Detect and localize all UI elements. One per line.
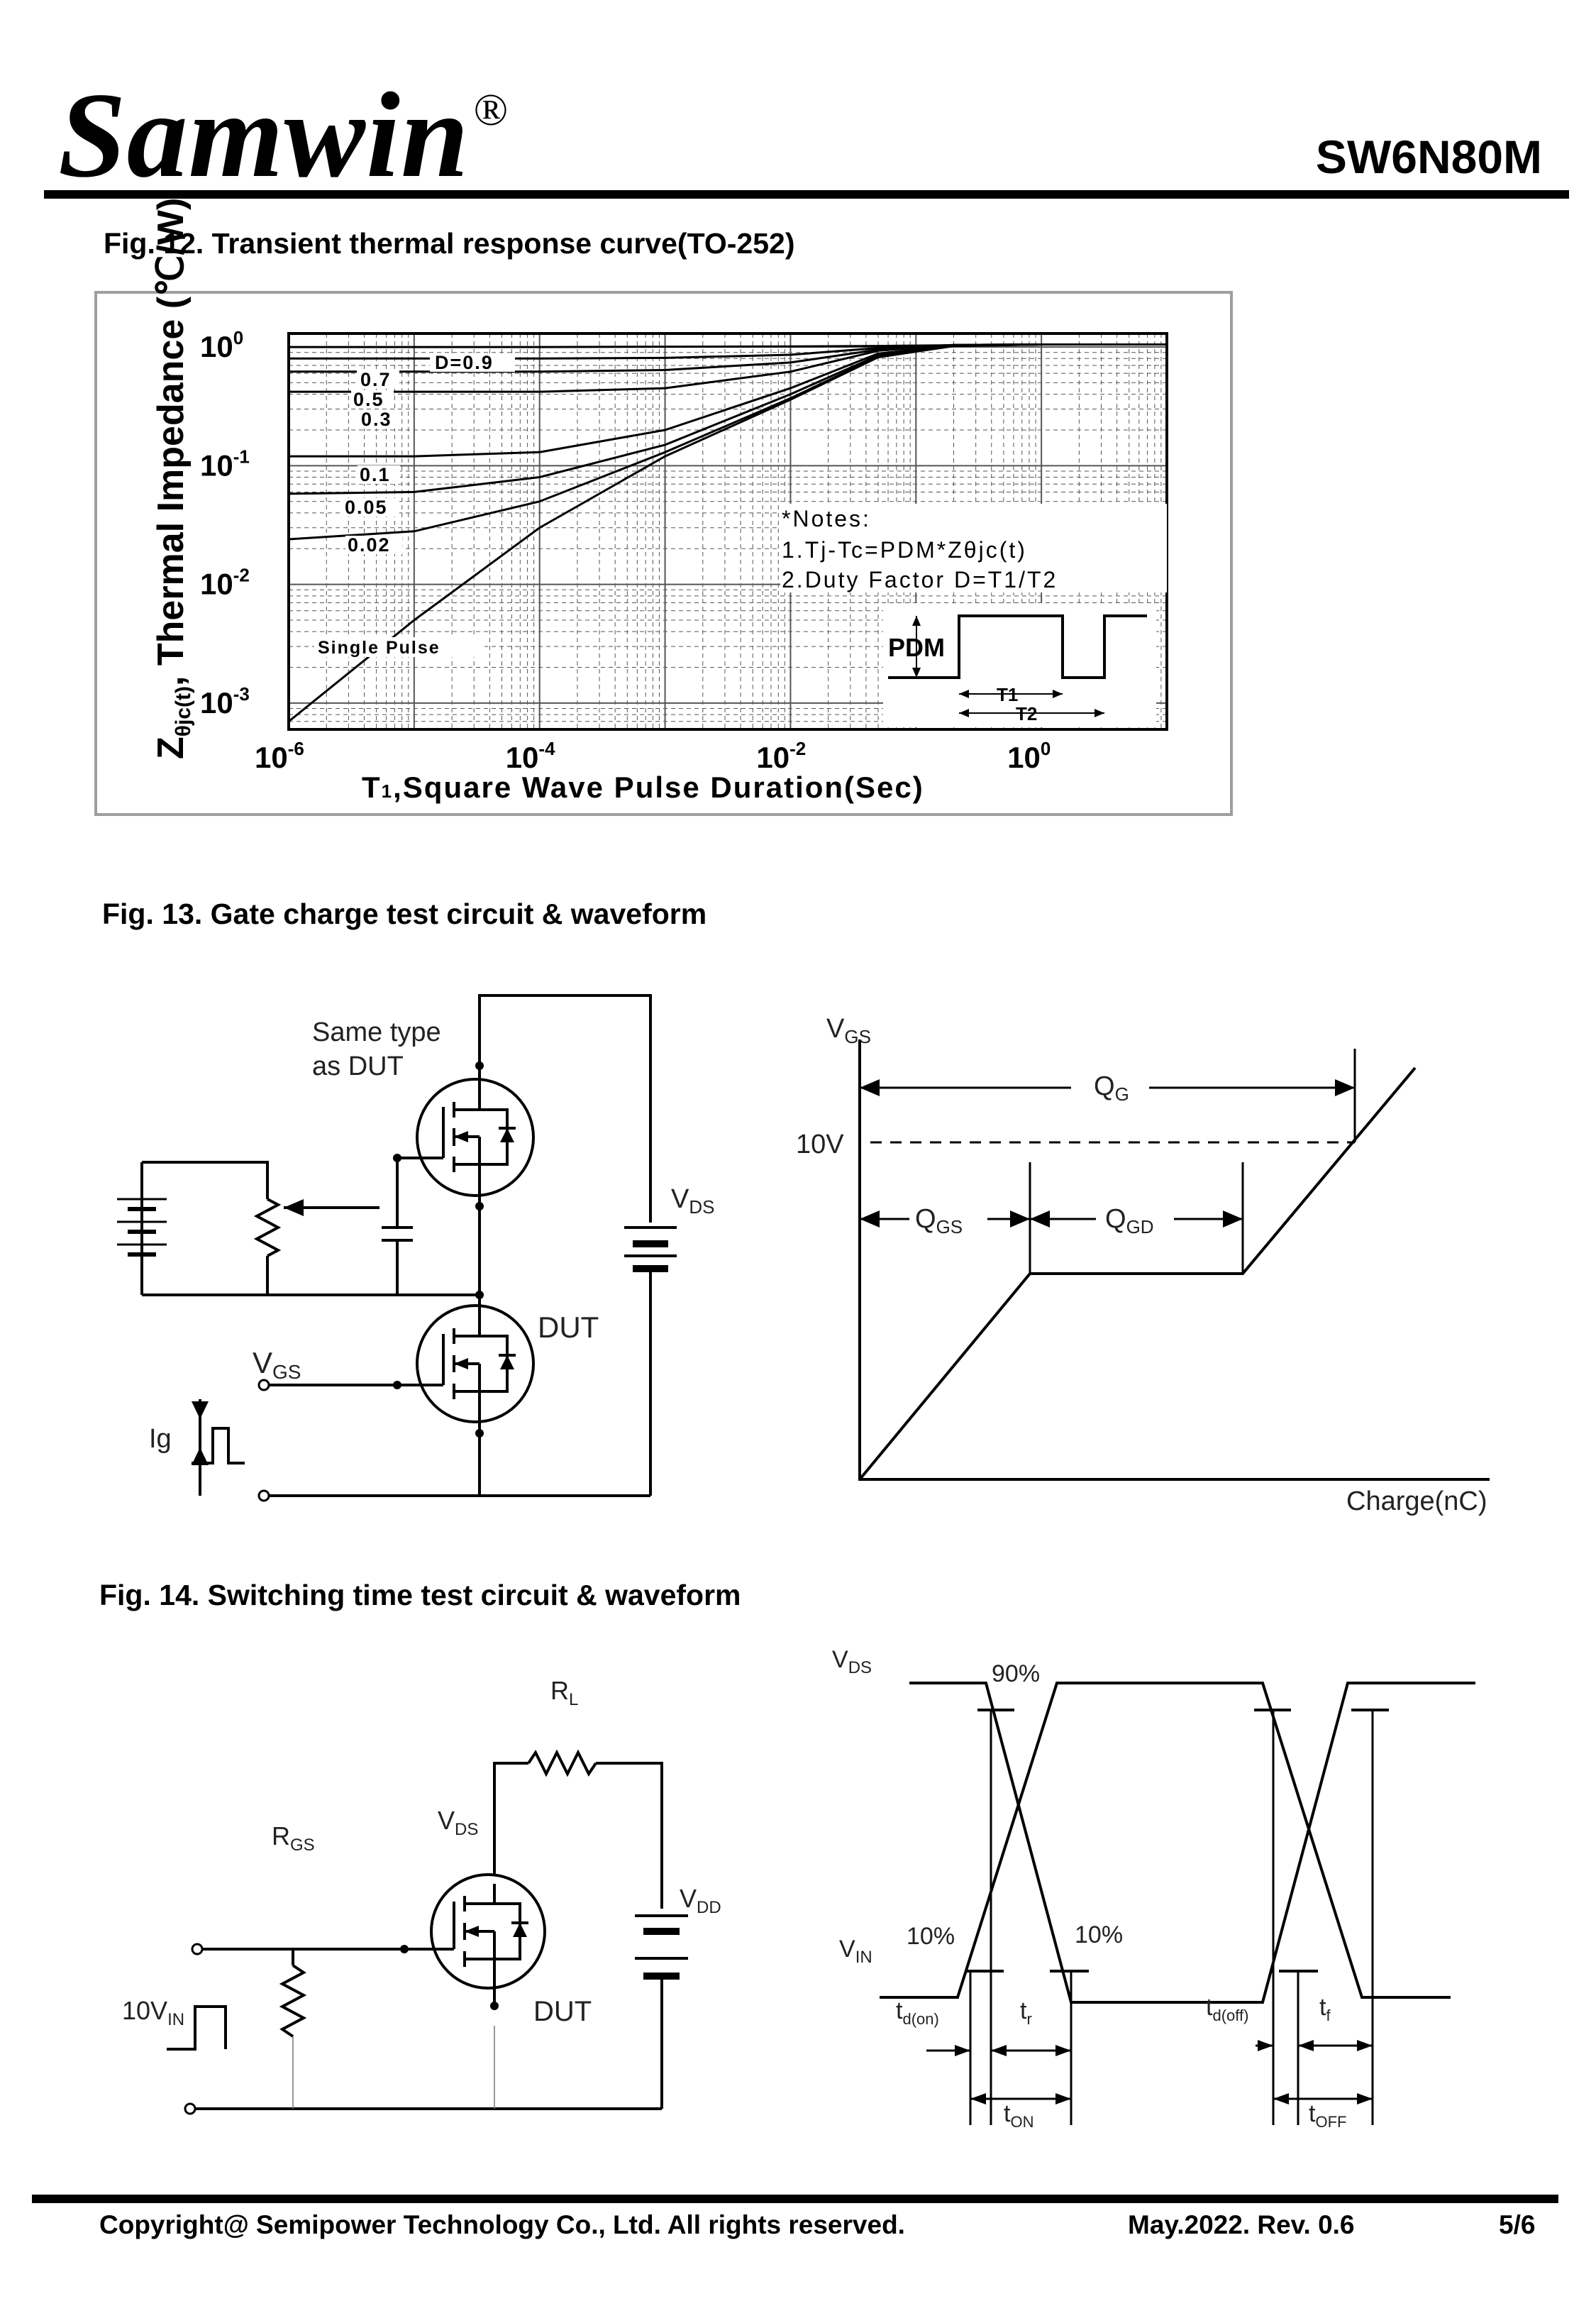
pdm-label: PDM	[888, 633, 945, 662]
tf-label: tf	[1319, 1994, 1331, 2024]
x-tick-label: 10-6	[255, 738, 304, 774]
qgs-label: QGS	[915, 1204, 963, 1237]
x-label-rest: ,Square Wave Pulse Duration(Sec)	[393, 771, 924, 804]
mosfet-upper-icon	[416, 1066, 535, 1206]
90pct-label: 90%	[992, 1660, 1040, 1687]
page-number: 5/6	[1499, 2210, 1536, 2239]
vgs-curve	[858, 1066, 1417, 1481]
qg-label: QG	[1094, 1071, 1129, 1105]
y-axis-label: Zθjc(t), Thermal Impedance (℃/W)	[150, 198, 195, 759]
10v-label: 10V	[796, 1130, 844, 1159]
pulse-inset-bg	[883, 603, 1156, 727]
y-tick-label: 100	[200, 327, 243, 363]
duty-label-0.05: 0.05	[345, 497, 388, 518]
10pct-label-b: 10%	[1075, 1921, 1123, 1948]
fig13-caption: Fig. 13. Gate charge test circuit & wave…	[102, 898, 707, 930]
x-axis-label: T1,Square Wave Pulse Duration(Sec)	[362, 771, 924, 804]
note-2: 2.Duty Factor D=T1/T2	[782, 567, 1058, 592]
x-tick-label: 10-2	[756, 738, 806, 774]
series-lines	[288, 343, 1167, 722]
vin-wave	[880, 1682, 1451, 1999]
tdon-label: td(on)	[896, 1997, 939, 2028]
fig14-caption: Fig. 14. Switching time test circuit & w…	[99, 1579, 741, 1611]
t1-label: T1	[997, 684, 1018, 705]
footer-rule	[32, 2195, 1558, 2203]
x-label-sub: 1	[382, 780, 393, 802]
duty-label-0.02: 0.02	[348, 534, 391, 556]
same-type-line1: Same type	[312, 1017, 441, 1047]
y-label-rest: , Thermal Impedance (℃/W)	[150, 198, 192, 686]
thermal-response-chart: 100 10-1 10-2 10-3 10-6 10-4 10-2 100 Zθjc(t),…	[150, 198, 1168, 804]
notes-title: *Notes:	[782, 506, 871, 531]
same-type-line2: as DUT	[312, 1052, 404, 1081]
y-tick-label: 10-1	[200, 446, 250, 482]
tr-label: tr	[1020, 1997, 1032, 2028]
ton-label: tON	[1004, 2100, 1033, 2131]
single-pulse-label: Single Pulse	[318, 638, 440, 658]
wave-vgs-label: VGS	[826, 1014, 871, 1047]
x-ticks: 10-6 10-4 10-2 100	[255, 738, 1051, 774]
x-tick-label: 10-4	[506, 738, 555, 774]
y-tick-label: 10-3	[200, 683, 250, 719]
ig-label: Ig	[149, 1424, 172, 1454]
registered-mark: ®	[473, 84, 509, 135]
part-number: SW6N80M	[1315, 131, 1542, 183]
vds-wave	[909, 1682, 1475, 2004]
duty-label-0.9: D=0.9	[435, 352, 494, 373]
vds-label: VDS	[671, 1184, 714, 1218]
duty-label-0.3: 0.3	[361, 409, 392, 430]
charge-label: Charge(nC)	[1346, 1486, 1487, 1516]
mosfet-switching-icon	[404, 1873, 546, 2006]
qgd-label: QGD	[1105, 1204, 1154, 1237]
tdoff-label: td(off)	[1206, 1994, 1248, 2024]
pulse-waveform	[888, 614, 1147, 679]
y-tick-label: 10-2	[200, 565, 250, 601]
y-label-main: Z	[150, 737, 192, 759]
rl-label: RL	[550, 1676, 578, 1709]
fig12-caption: Fig. 12. Transient thermal response curv…	[104, 227, 795, 260]
vdd-label: VDD	[680, 1884, 721, 1917]
copyright: Copyright@ Semipower Technology Co., Ltd…	[99, 2210, 905, 2239]
mosfet-dut-icon	[416, 1295, 535, 1433]
top-rail	[478, 994, 652, 1223]
date-revision: May.2022. Rev. 0.6	[1128, 2210, 1355, 2239]
vds-label-sw: VDS	[438, 1806, 478, 1839]
y-ticks: 100 10-1 10-2 10-3	[200, 327, 250, 719]
note-1: 1.Tj-Tc=PDM*Zθjc(t)	[782, 537, 1027, 563]
10pct-label-a: 10%	[907, 1923, 955, 1950]
vin-source-label: 10VIN	[122, 1996, 184, 2029]
duty-label-0.1: 0.1	[360, 464, 391, 485]
header-rule	[44, 190, 1569, 199]
x-label-t: T	[362, 771, 382, 804]
dut-label-sw: DUT	[533, 1996, 592, 2027]
duty-label-0.7: 0.7	[360, 369, 392, 390]
wave-vin-label: VIN	[839, 1936, 872, 1967]
dut-label: DUT	[538, 1311, 599, 1344]
toff-label: tOFF	[1309, 2100, 1346, 2131]
y-label-sub: θjc(t)	[172, 686, 195, 737]
t2-label: T2	[1016, 703, 1037, 724]
vgs-label: VGS	[253, 1346, 301, 1383]
brand-name: Samwin	[58, 68, 470, 203]
series-single-pulse	[288, 343, 1167, 722]
duty-label-0.5: 0.5	[353, 389, 384, 410]
wave-vds-label: VDS	[832, 1646, 872, 1677]
rgs-label: RGS	[272, 1821, 315, 1855]
brand-logo: Samwin®	[58, 75, 509, 197]
x-tick-label: 100	[1007, 738, 1051, 774]
